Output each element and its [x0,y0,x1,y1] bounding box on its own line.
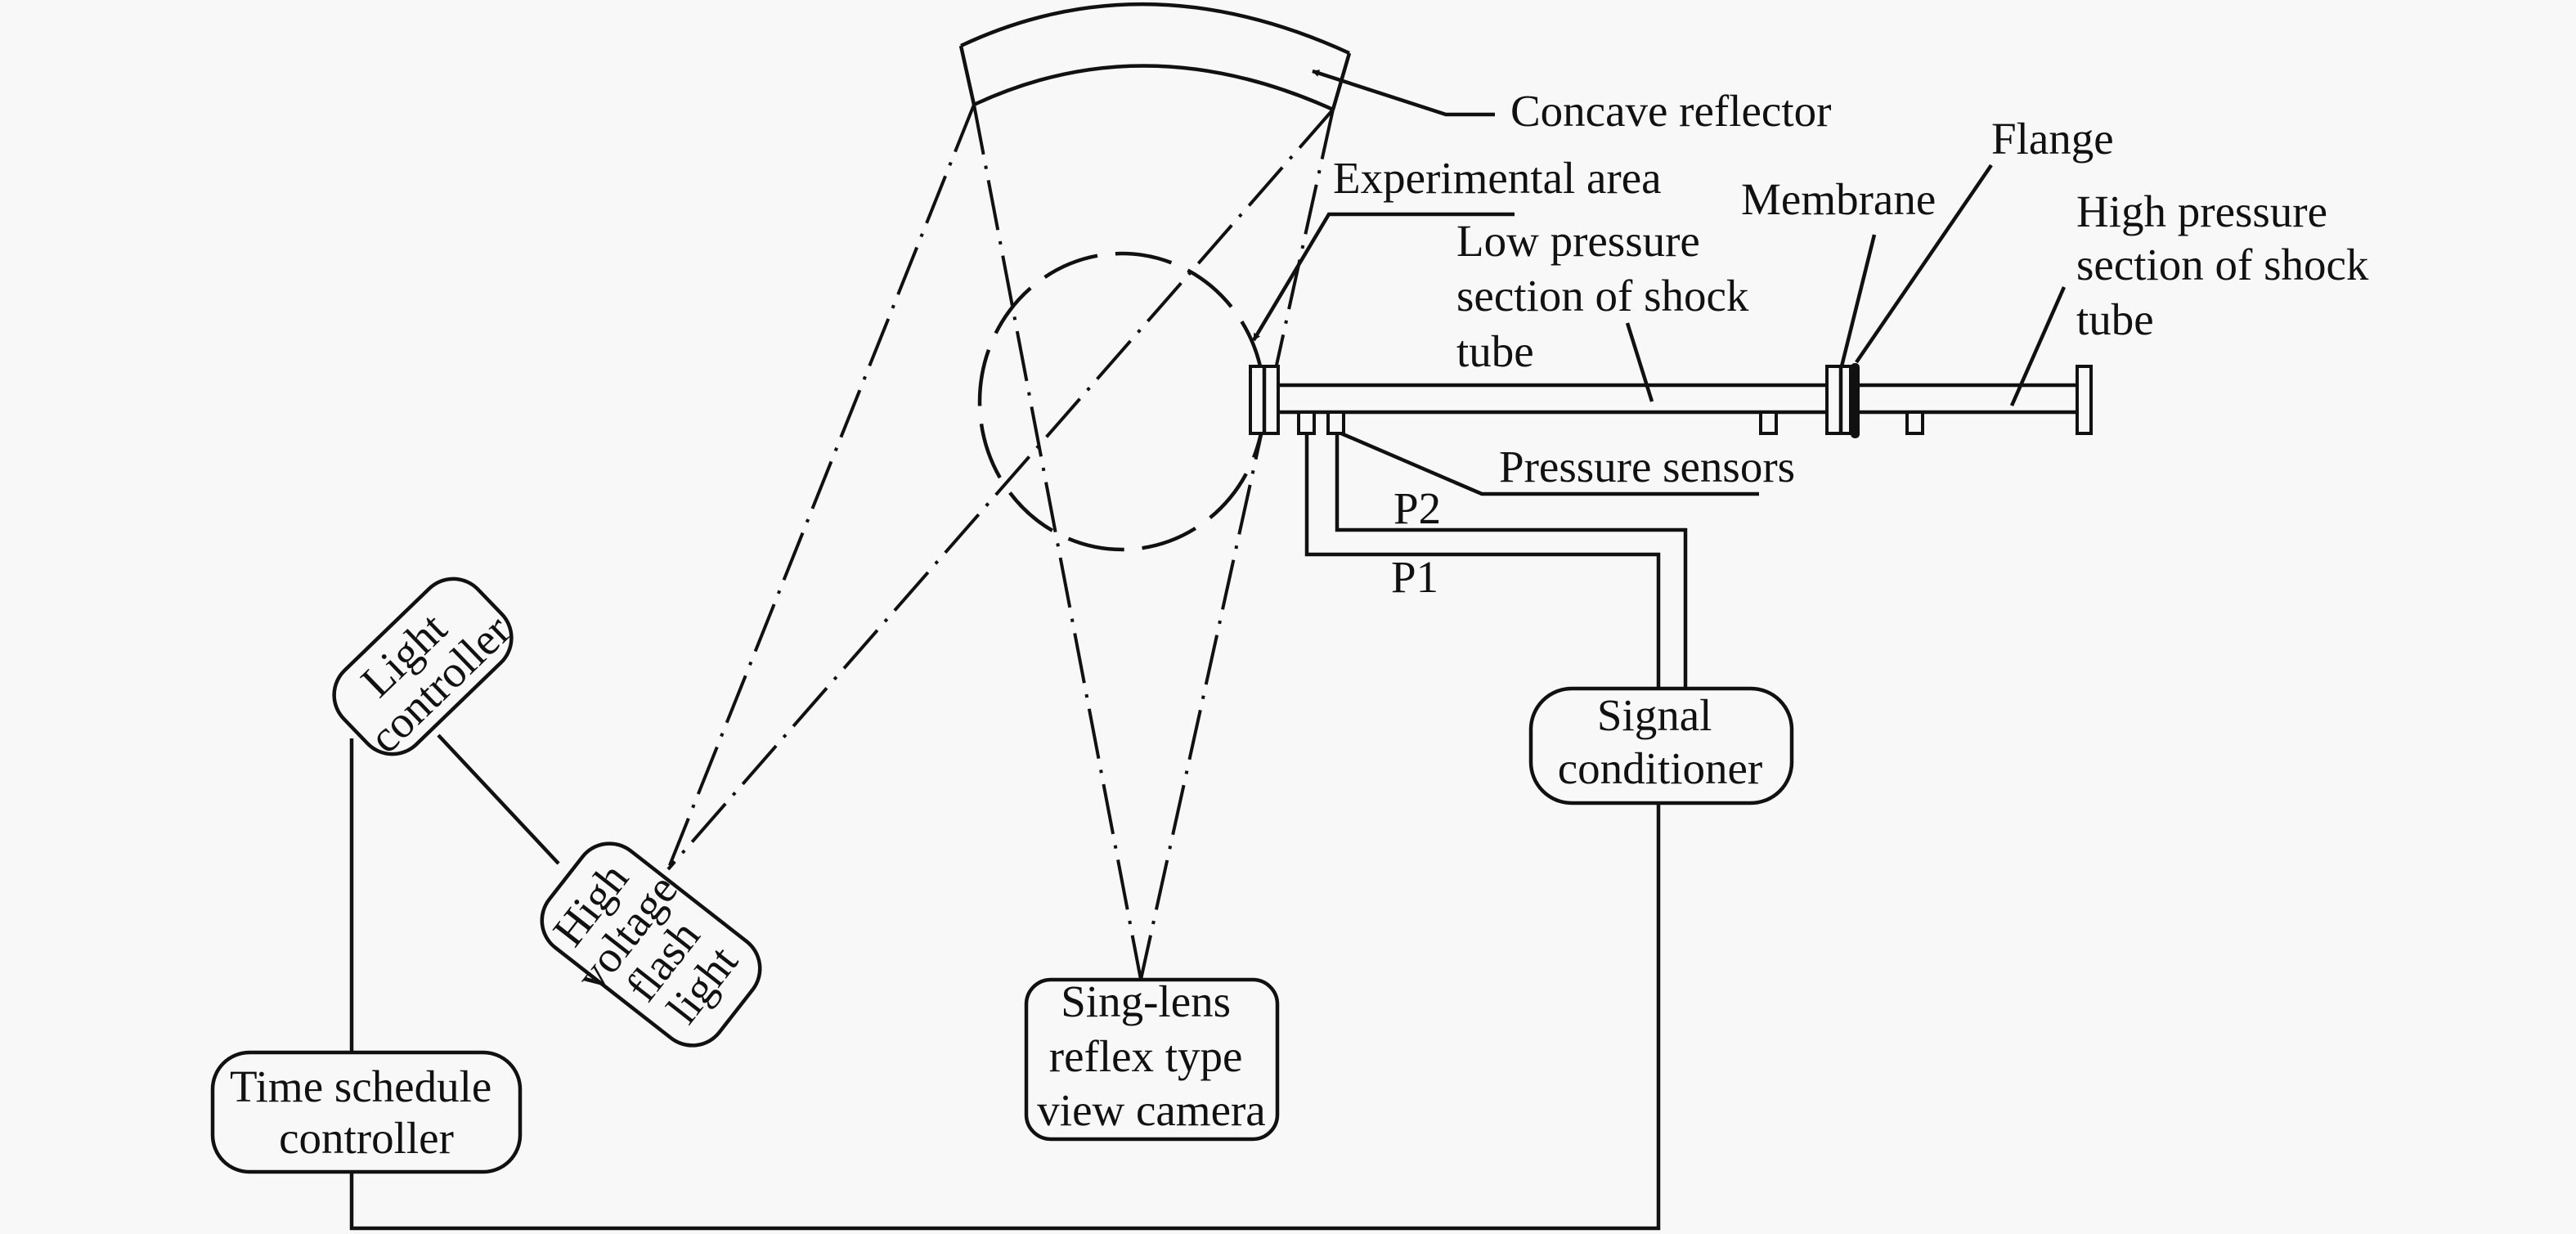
time-schedule-controller-box: Time schedule controller [210,1050,523,1174]
svg-text:Sing-lens reflex type: Sing-lens reflex type view camera [1037,976,1265,1135]
pressure-sensor [1759,411,1778,435]
wires [349,433,1688,1231]
leader-flange [1855,164,1993,364]
leader-lines [1252,69,2067,496]
wire-p2 [1335,433,1688,689]
label-high-pressure-section: High pressure section of shock tube [2076,186,2380,344]
wire-p1 [1304,433,1661,689]
tube-end-cap-right [2076,365,2093,435]
membrane [1851,363,1860,438]
pressure-sensor [1905,411,1924,435]
ray-camera-left [972,104,1142,980]
shock-tube [1249,363,2093,438]
leader-pressure-sensors [1340,431,1759,496]
leader-high-pressure [2009,286,2067,406]
flange [1825,365,1852,435]
label-membrane: Membrane [1741,174,1936,224]
pressure-sensor-p1 [1297,411,1316,435]
label-concave-reflector: Concave reflector [1510,86,1831,136]
label-low-pressure-section: Low pressure section of shock tube [1456,216,1760,376]
svg-text:Time schedule controller: Time schedule controller [230,1061,503,1163]
experimental-area-circle [977,251,1267,552]
pressure-sensor-p2 [1326,411,1345,435]
label-flange: Flange [1991,114,2114,164]
leader-experimental-area [1252,212,1515,342]
label-experimental-area: Experimental area [1333,153,1662,203]
light-controller-box: Light controller [332,577,520,762]
wire-signal-to-time [349,803,1661,1231]
leader-membrane [1839,234,1877,367]
wire-light-controller-to-flash [437,734,560,865]
signal-conditioner-box: Signal conditioner [1528,686,1794,805]
ray-flash-left [666,104,976,870]
leader-low-pressure [1625,322,1654,402]
concave-reflector [958,2,1352,112]
label-p2: P2 [1393,483,1441,533]
label-pressure-sensors: Pressure sensors [1499,442,1795,491]
ray-camera-right [1139,109,1335,980]
flash-light-box: High voltage flash light [540,841,762,1048]
camera-box: Sing-lens reflex type view camera [1024,976,1280,1142]
svg-text:Signal conditioner: Signal conditioner [1558,690,1762,793]
label-p1: P1 [1391,552,1438,602]
ray-flash-right [666,108,1335,871]
light-rays [666,104,1335,980]
leader-concave-reflector [1312,69,1495,117]
